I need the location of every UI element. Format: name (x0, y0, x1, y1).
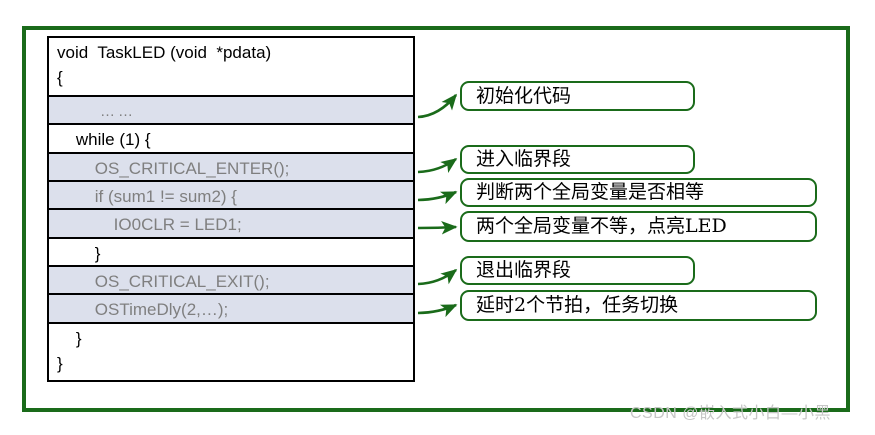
code-line: if (sum1 != sum2) { (57, 187, 237, 206)
callout-compare: 判断两个全局变量是否相等 (460, 178, 817, 207)
code-row: }} (49, 324, 413, 380)
callout-init: 初始化代码 (460, 81, 695, 111)
code-row-content: void TaskLED (void *pdata) { (49, 38, 413, 90)
code-line: void TaskLED (void *pdata) (57, 43, 272, 62)
code-row: OSTimeDly(2,…); (49, 295, 413, 324)
code-row-content: }} (49, 324, 413, 376)
code-row-content: OSTimeDly(2,…); (49, 295, 413, 322)
code-line: } (57, 244, 101, 263)
code-row-content: if (sum1 != sum2) { (49, 182, 413, 208)
code-row: } (49, 239, 413, 267)
code-line: OS_CRITICAL_EXIT(); (57, 272, 270, 291)
callout-exit: 退出临界段 (460, 256, 695, 285)
code-line: OSTimeDly(2,…); (57, 300, 229, 319)
code-row-content: OS_CRITICAL_EXIT(); (49, 267, 413, 293)
code-line: } (57, 354, 63, 373)
code-line: …… (57, 103, 137, 120)
callout-label: 判断两个全局变量是否相等 (476, 181, 705, 203)
code-line: while (1) { (57, 130, 151, 149)
callout-label: 退出临界段 (476, 259, 572, 281)
callout-label: 初始化代码 (476, 84, 572, 107)
callout-label: 两个全局变量不等，点亮LED (476, 215, 727, 237)
code-row-content: IO0CLR = LED1; (49, 210, 413, 237)
watermark-text: CSDN @嵌入式小白—小黑 (630, 405, 832, 422)
code-line: { (57, 68, 63, 87)
code-row: void TaskLED (void *pdata) { (49, 38, 413, 97)
code-row-content: while (1) { (49, 125, 413, 152)
code-row: …… (49, 97, 413, 125)
code-row-content: OS_CRITICAL_ENTER(); (49, 154, 413, 180)
code-row: if (sum1 != sum2) { (49, 182, 413, 210)
callout-enter: 进入临界段 (460, 145, 695, 174)
code-row: OS_CRITICAL_EXIT(); (49, 267, 413, 295)
code-line: } (57, 329, 82, 348)
callout-label: 延时2个节拍，任务切换 (476, 294, 679, 316)
callout-delay: 延时2个节拍，任务切换 (460, 290, 817, 321)
code-table: void TaskLED (void *pdata) { …… while (1)… (47, 36, 415, 382)
code-row: while (1) { (49, 125, 413, 154)
code-row-content: } (49, 239, 413, 265)
code-line: IO0CLR = LED1; (57, 215, 242, 234)
code-row-content: …… (49, 97, 413, 123)
callout-label: 进入临界段 (476, 148, 572, 170)
code-row: IO0CLR = LED1; (49, 210, 413, 239)
callout-led: 两个全局变量不等，点亮LED (460, 211, 817, 242)
code-line: OS_CRITICAL_ENTER(); (57, 159, 290, 178)
outer-frame-border (22, 26, 850, 412)
code-row: OS_CRITICAL_ENTER(); (49, 154, 413, 182)
